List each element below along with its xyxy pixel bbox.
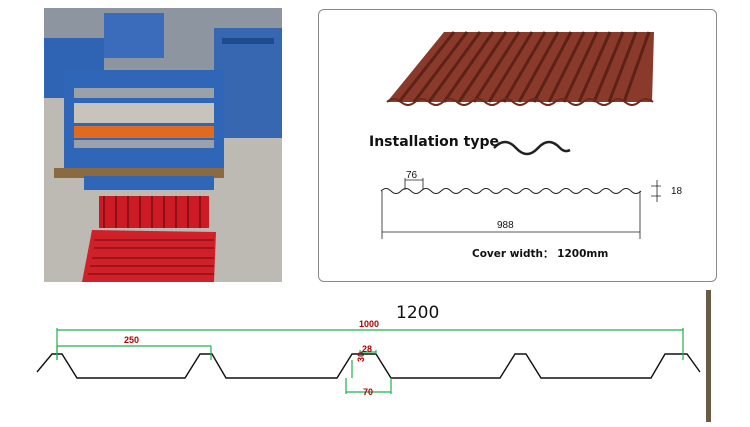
height-dimension: 18 xyxy=(671,186,683,197)
total-width-dimension: 1200 xyxy=(396,303,440,323)
trapezoid-profile-line xyxy=(36,353,701,379)
rib-base-dimension: 70 xyxy=(363,387,374,397)
pitch-dimension: 76 xyxy=(406,170,418,181)
red-sheet-bottom xyxy=(82,230,216,282)
corrugated-profile-drawing xyxy=(380,178,661,239)
spec-card: Installation type 76 18 988 Cover width：… xyxy=(318,9,717,282)
edge-post xyxy=(706,290,711,422)
installation-type-label: Installation type xyxy=(369,134,499,150)
trapezoid-profile-drawing: 1200 1000 250 28 30 70 xyxy=(0,290,750,427)
dimension-lines xyxy=(56,328,684,394)
effective-width-dimension: 1000 xyxy=(359,319,380,329)
rib-top-dimension: 28 xyxy=(362,344,373,354)
installation-wave-icon xyxy=(493,140,571,156)
red-sheet-top xyxy=(99,196,209,228)
roof-sheet-illustration xyxy=(386,31,654,106)
rib-pitch-dimension: 250 xyxy=(124,335,140,345)
machine-photo xyxy=(44,8,282,282)
rib-height-dimension: 30 xyxy=(356,351,366,362)
cover-width-label: Cover width： 1200mm xyxy=(472,248,609,260)
width-dimension: 988 xyxy=(497,220,514,231)
